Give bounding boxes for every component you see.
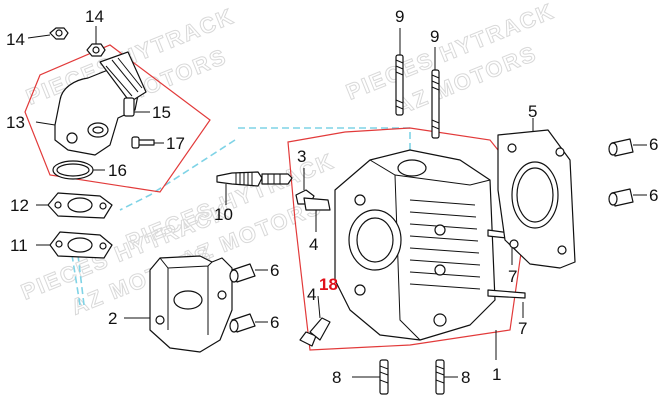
head-gasket-5	[497, 118, 576, 269]
bolt-15	[123, 97, 150, 117]
callout-2: 2	[108, 309, 117, 328]
intake-manifold-group-outline	[24, 44, 211, 193]
callout-3: 3	[297, 147, 306, 166]
cylinder-head-group-outline	[287, 127, 531, 351]
callout-6-upper-right: 6	[649, 135, 658, 154]
stud-9-b	[431, 47, 440, 139]
intake-manifold-13	[35, 51, 147, 156]
callout-17: 17	[166, 134, 185, 153]
stud-8-b	[435, 359, 458, 395]
spacer-block-2	[124, 255, 233, 353]
stud-9-a	[395, 28, 404, 116]
callout-11: 11	[10, 236, 28, 255]
callout-5: 5	[528, 102, 537, 121]
dowel-6-c	[608, 138, 647, 157]
gasket-11	[36, 231, 113, 259]
nut-14-left	[27, 27, 69, 40]
callout-8-right: 8	[461, 368, 470, 387]
callout-6-lower-right: 6	[649, 186, 658, 205]
nut-14-top	[86, 26, 106, 57]
callout-7-upper: 7	[508, 267, 517, 286]
valve-fitting-3-4	[295, 168, 331, 232]
cylinder-head-1	[334, 149, 526, 360]
callout-12: 12	[10, 196, 29, 215]
intake-connector-line	[71, 127, 411, 306]
o-ring-16	[52, 160, 105, 180]
callout-14-top: 14	[85, 7, 104, 26]
screw-17	[131, 136, 164, 149]
gasket-12	[36, 192, 113, 219]
callout-14-left: 14	[6, 30, 25, 49]
callout-16: 16	[108, 161, 127, 180]
dowel-6-a	[229, 263, 268, 283]
callout-13: 13	[6, 113, 25, 132]
callout-4-lower: 4	[307, 285, 316, 304]
callout-1: 1	[492, 365, 501, 384]
callout-18: 18	[319, 275, 338, 294]
callout-labels: 1 2 3 4 4 18 5 6 6 6 6 7 7 8 8 9 9 10 11…	[6, 7, 658, 387]
callout-10: 10	[214, 205, 233, 224]
callout-7-lower: 7	[518, 319, 527, 338]
dowel-6-b	[229, 313, 268, 333]
dowel-6-d	[608, 188, 647, 207]
callout-15: 15	[152, 103, 171, 122]
callout-4-upper: 4	[309, 235, 318, 254]
callout-9-right: 9	[430, 27, 439, 46]
callout-6-lower-left: 6	[270, 313, 279, 332]
callout-6-upper-left: 6	[270, 261, 279, 280]
valve-fitting-4-18	[299, 295, 331, 347]
spark-plug-10	[216, 171, 293, 205]
callout-9-left: 9	[395, 7, 404, 26]
callout-8-left: 8	[332, 368, 341, 387]
studs-7	[511, 248, 524, 318]
stud-8-a	[352, 359, 389, 395]
